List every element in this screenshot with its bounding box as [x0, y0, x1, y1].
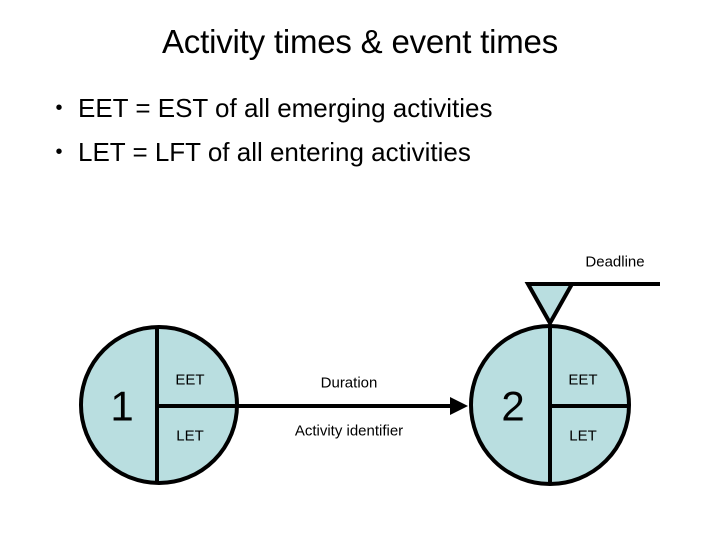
page-title: Activity times & event times [161, 23, 558, 60]
node-2-eet-label: EET [568, 372, 597, 389]
node-1-let-label: LET [176, 428, 204, 445]
node-2: 2 EET LET [469, 324, 631, 486]
deadline-label: Deadline [585, 254, 644, 271]
node-1: 1 EET LET [79, 325, 239, 485]
deadline-triangle-icon [524, 282, 576, 328]
node-1-number: 1 [110, 383, 133, 430]
node-2-number: 2 [501, 383, 524, 430]
list-item: • EET = EST of all emerging activities [40, 86, 690, 130]
node-1-eet-label: EET [175, 372, 204, 389]
bullet-list: • EET = EST of all emerging activities •… [40, 86, 690, 174]
bullet-text: LET = LFT of all entering activities [78, 137, 471, 167]
list-item: • LET = LFT of all entering activities [40, 130, 690, 174]
arrow-head-icon [450, 397, 468, 415]
edge-label-activity-identifier: Activity identifier [295, 423, 403, 440]
node-2-let-label: LET [569, 428, 597, 445]
edge-label-duration: Duration [321, 375, 378, 392]
bullet-text: EET = EST of all emerging activities [78, 93, 493, 123]
bullet-marker-icon: • [55, 141, 63, 163]
bullet-marker-icon: • [55, 97, 63, 119]
